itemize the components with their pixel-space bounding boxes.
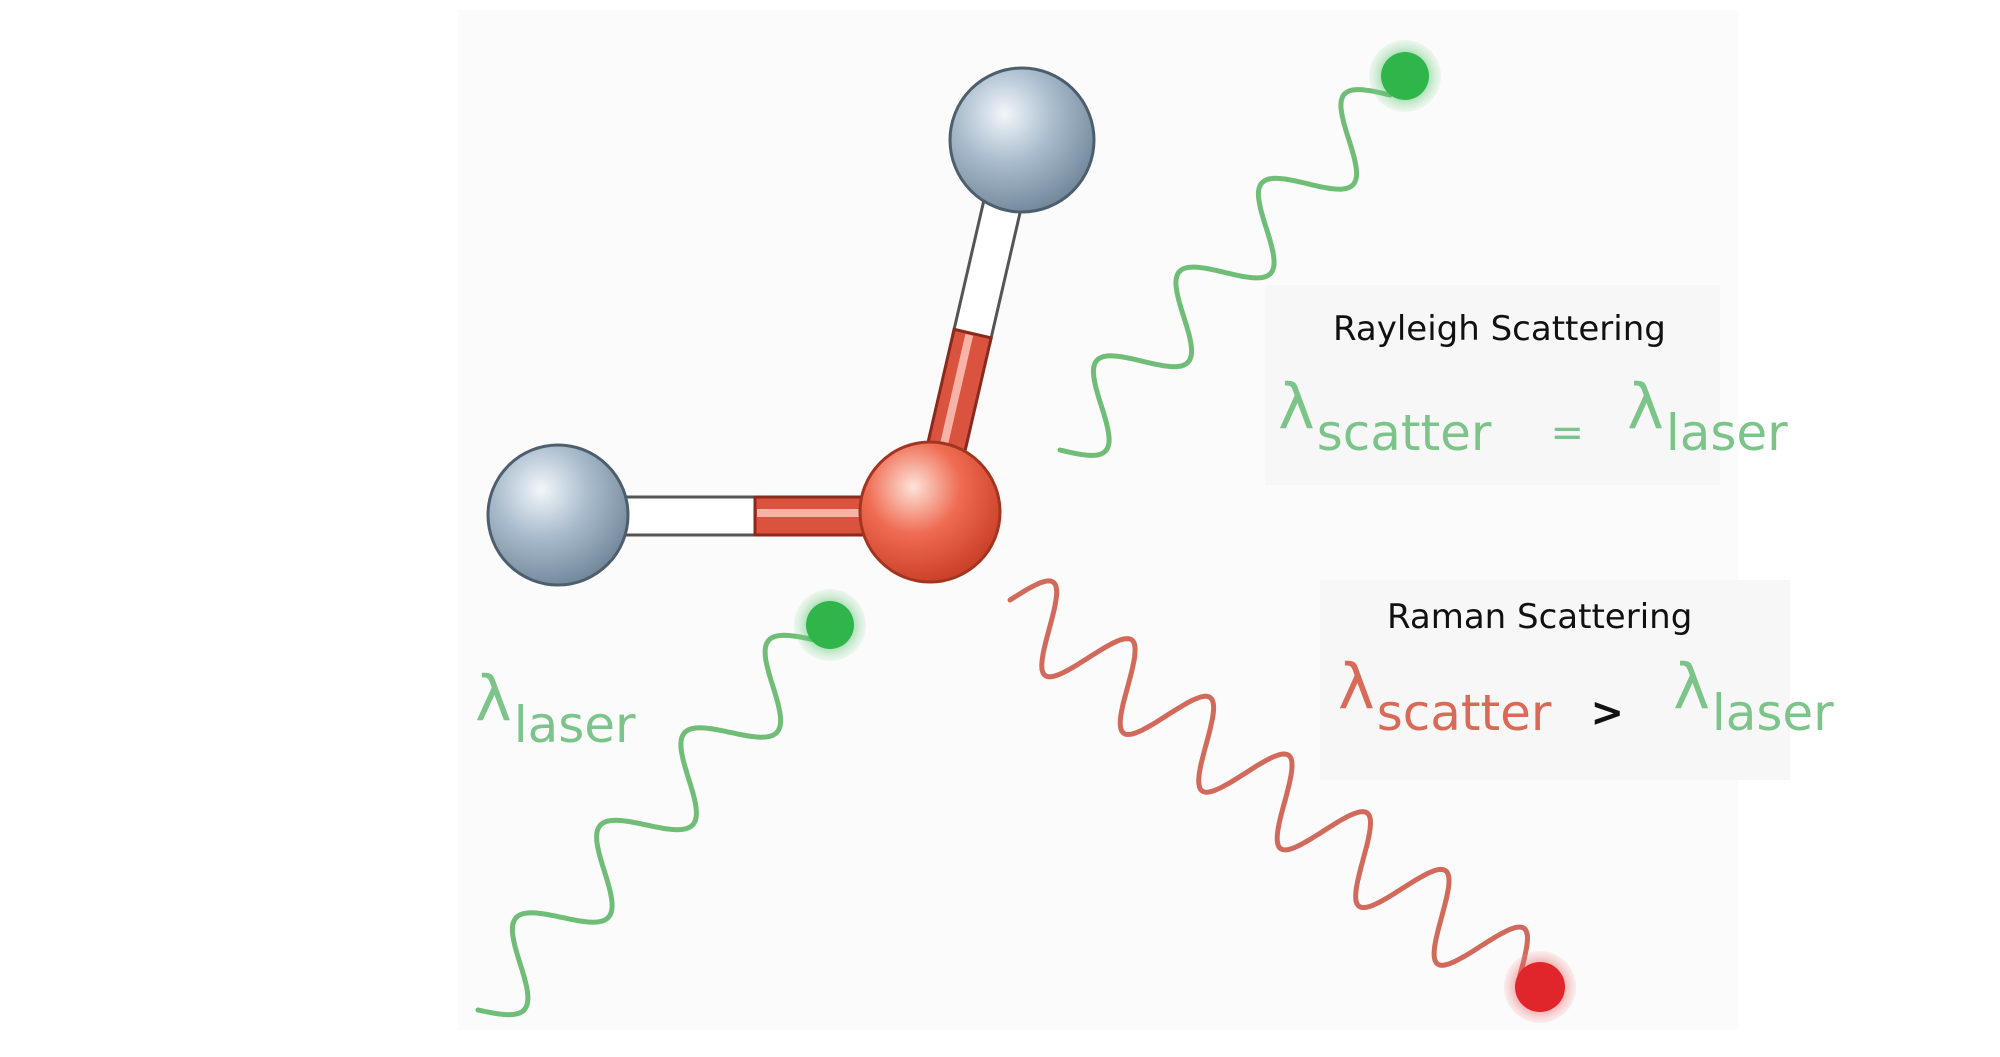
scatter-subscript: scatter xyxy=(1316,404,1492,462)
raman-photon-dot xyxy=(1504,951,1576,1023)
hydrogen-atom-left xyxy=(486,443,630,587)
incident-laser-label: λlaser xyxy=(475,668,636,751)
incident-photon-dot xyxy=(794,589,866,661)
rayleigh-panel xyxy=(1265,285,1720,485)
raman-equation: λscatter > λlaser xyxy=(1338,656,1834,739)
laser-subscript: laser xyxy=(513,696,636,754)
scatter-subscript: scatter xyxy=(1376,684,1552,742)
equals-operator: = xyxy=(1550,410,1585,456)
raman-panel xyxy=(1320,580,1790,780)
laser-subscript: laser xyxy=(1665,404,1788,462)
greater-than-operator: > xyxy=(1590,690,1625,736)
diagonal-bond xyxy=(923,186,1026,467)
raman-title: Raman Scattering xyxy=(1387,597,1693,637)
lambda-symbol: λ xyxy=(1673,650,1710,723)
hydrogen-atom-top xyxy=(948,66,1096,214)
oxygen-atom xyxy=(858,440,1002,584)
rayleigh-equation: λscatter = λlaser xyxy=(1278,376,1788,459)
rayleigh-scattered-wave xyxy=(1057,87,1393,458)
lambda-symbol: λ xyxy=(475,662,512,735)
rayleigh-title: Rayleigh Scattering xyxy=(1333,309,1666,349)
incident-laser-wave xyxy=(475,632,818,1018)
raman-scattered-wave xyxy=(1007,578,1531,978)
lambda-symbol: λ xyxy=(1627,370,1664,443)
lambda-symbol: λ xyxy=(1278,370,1315,443)
laser-subscript: laser xyxy=(1711,684,1834,742)
lambda-symbol: λ xyxy=(1338,650,1375,723)
horizontal-bond xyxy=(618,495,877,537)
rayleigh-photon-dot xyxy=(1369,40,1441,112)
